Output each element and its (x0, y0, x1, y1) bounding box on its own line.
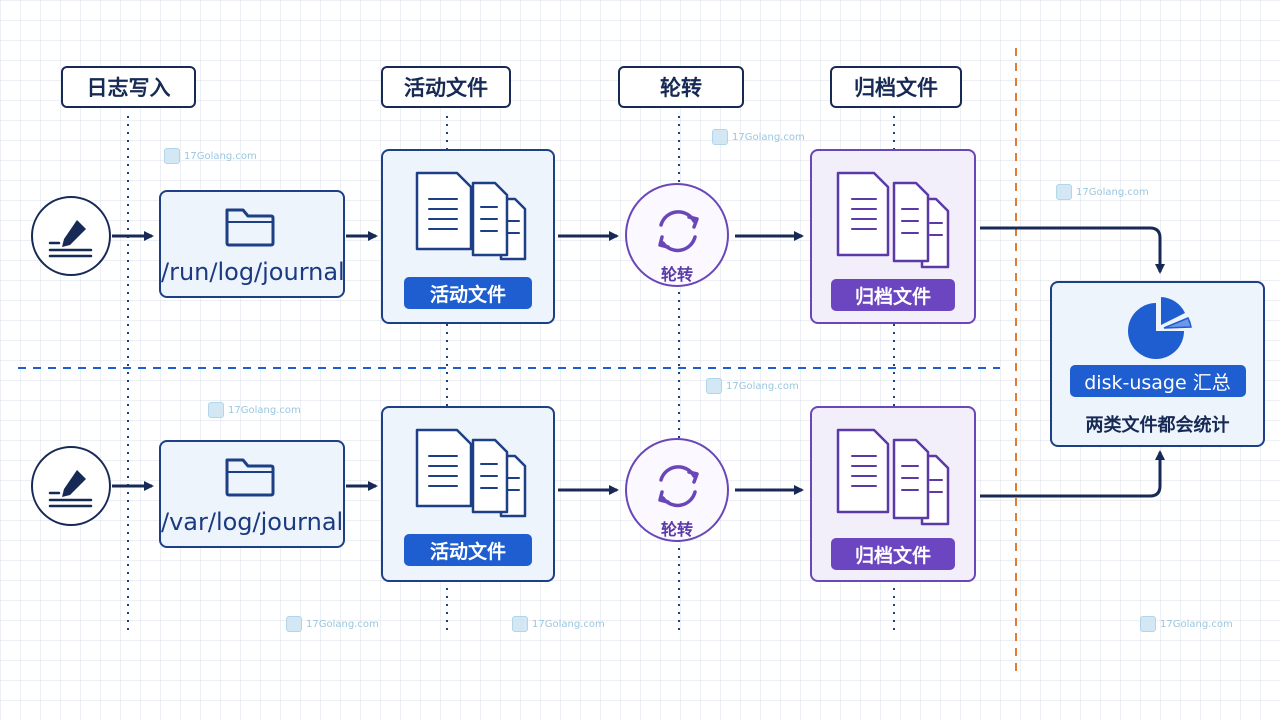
watermark: 17Golang.com (1140, 616, 1233, 632)
watermark: 17Golang.com (164, 148, 257, 164)
writer-icon (31, 196, 111, 276)
active-card: 活动文件 (381, 149, 555, 324)
documents-icon (415, 428, 527, 518)
watermark-logo-icon (1056, 184, 1072, 200)
watermark-logo-icon (1140, 616, 1156, 632)
watermark: 17Golang.com (706, 378, 799, 394)
path-label: /run/log/journal (161, 258, 345, 286)
watermark-logo-icon (512, 616, 528, 632)
archive-label: 归档文件 (831, 538, 955, 570)
rotate-icon (658, 210, 699, 253)
path-label: /var/log/journal (161, 508, 344, 536)
active-label: 活动文件 (404, 277, 532, 309)
summary-subtitle: 两类文件都会统计 (1085, 415, 1230, 436)
header-rotate: 轮转 (618, 66, 744, 108)
path-card-var: /var/log/journal (159, 440, 345, 548)
archive-label: 归档文件 (831, 279, 955, 311)
watermark-logo-icon (712, 129, 728, 145)
rotate-node: 轮转 (625, 183, 729, 287)
active-label: 活动文件 (404, 534, 532, 566)
watermark: 17Golang.com (1056, 184, 1149, 200)
header-active: 活动文件 (381, 66, 511, 108)
folder-icon (225, 208, 275, 247)
header-write: 日志写入 (61, 66, 196, 108)
active-card: 活动文件 (381, 406, 555, 582)
archive-card: 归档文件 (810, 406, 976, 582)
rotate-icon (658, 465, 699, 508)
rotate-label: 轮转 (660, 520, 693, 539)
documents-icon (415, 171, 527, 261)
pie-chart-icon (1128, 297, 1192, 359)
arrow-r2-archive-summary (980, 450, 1165, 498)
watermark: 17Golang.com (712, 129, 805, 145)
folder-icon (225, 458, 275, 497)
path-card-run: /run/log/journal (159, 190, 345, 298)
documents-icon (836, 428, 950, 526)
rotate-label: 轮转 (660, 265, 693, 284)
rotate-node: 轮转 (625, 438, 729, 542)
watermark-logo-icon (286, 616, 302, 632)
watermark-logo-icon (208, 402, 224, 418)
writer-icon (31, 446, 111, 526)
header-archive: 归档文件 (830, 66, 962, 108)
watermark: 17Golang.com (286, 616, 379, 632)
arrow-r1-archive-summary (980, 226, 1165, 274)
summary-title: disk-usage 汇总 (1069, 365, 1246, 397)
watermark: 17Golang.com (208, 402, 301, 418)
summary-card: disk-usage 汇总 两类文件都会统计 (1050, 281, 1265, 447)
documents-icon (836, 171, 950, 269)
archive-card: 归档文件 (810, 149, 976, 324)
watermark-logo-icon (164, 148, 180, 164)
watermark-logo-icon (706, 378, 722, 394)
watermark: 17Golang.com (512, 616, 605, 632)
